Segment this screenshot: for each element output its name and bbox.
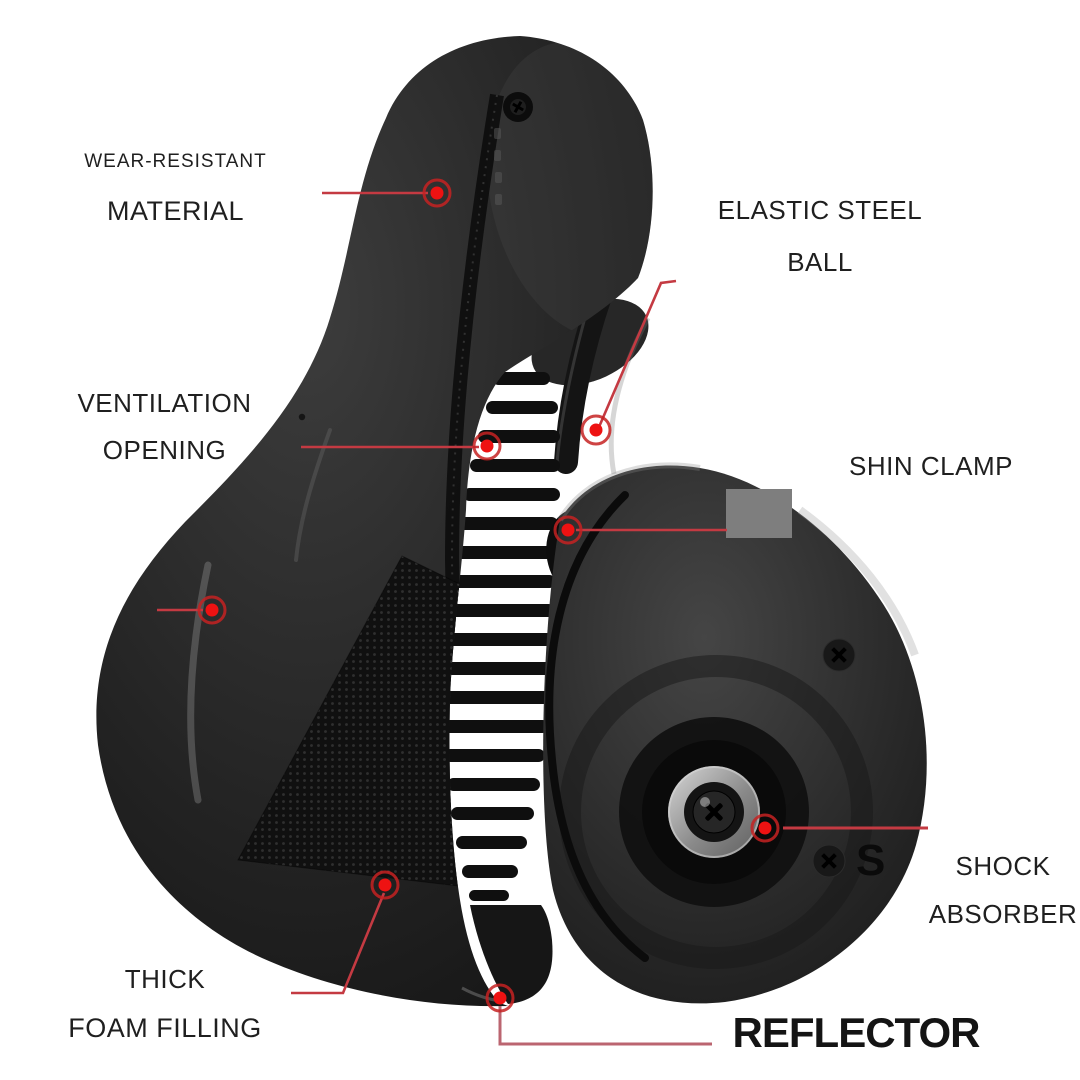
marker-reflector: [485, 983, 515, 1013]
shell-depression-ring: [559, 655, 873, 969]
label-shock-absorber: SHOCK ABSORBER: [873, 853, 1080, 927]
label-reflector: REFLECTOR: [706, 1012, 1006, 1054]
label-line: THICK: [124, 964, 206, 994]
marker-ventilation: [472, 431, 502, 461]
bottom-rim-band: [470, 905, 553, 1004]
label-line: FOAM FILLING: [68, 1013, 262, 1043]
callout-line-foam: [291, 892, 386, 995]
label-thick-foam-filling: THICK FOAM FILLING: [30, 966, 300, 1042]
suspension-cable: [545, 491, 649, 962]
marker-unlabeled-left: [197, 595, 227, 625]
shell-underside: [543, 462, 927, 1004]
label-line: WEAR-RESISTANT: [84, 151, 267, 172]
label-ventilation-opening: VENTILATION OPENING: [42, 390, 287, 463]
ventilation-slats: [441, 372, 560, 901]
side-highlight-streak: [187, 561, 212, 804]
marker-shock-absorber: [750, 813, 780, 843]
label-wear-resistant-material: WEAR-RESISTANT MATERIAL: [48, 152, 303, 225]
marker-elastic-steel-ball: [580, 414, 612, 446]
label-line: SHOCK: [955, 851, 1051, 881]
label-line: BALL: [787, 247, 853, 277]
label-line: ELASTIC STEEL: [717, 195, 923, 225]
label-line: MATERIAL: [106, 196, 245, 226]
gray-patch: [726, 489, 792, 538]
callout-line-reflector: [498, 1006, 712, 1046]
label-elastic-steel-ball: ELASTIC STEEL BALL: [700, 197, 940, 275]
marker-wear-resistant: [422, 178, 452, 208]
screw-shell-upper: [822, 638, 856, 672]
cutaway-interior: [441, 281, 927, 1004]
nose-sheen: [486, 41, 653, 339]
embossed-lettering: [494, 128, 502, 205]
screw-shell-lower: [812, 844, 846, 878]
stray-speck: [298, 413, 306, 421]
marker-thick-foam: [370, 870, 400, 900]
label-line: VENTILATION: [77, 388, 252, 418]
callout-annotations: [157, 178, 928, 1046]
marker-shin-clamp: [553, 515, 583, 545]
label-line: SHIN CLAMP: [849, 451, 1013, 481]
label-line: OPENING: [102, 435, 227, 465]
label-shin-clamp: SHIN CLAMP: [811, 453, 1051, 479]
shock-absorber-disc: [619, 717, 809, 907]
label-line: ABSORBER: [928, 899, 1078, 929]
watermark-remnant-letter: S: [856, 836, 886, 885]
screw-nose: [503, 92, 533, 122]
label-line: REFLECTOR: [732, 1009, 981, 1056]
callout-line-elastic: [597, 279, 677, 428]
